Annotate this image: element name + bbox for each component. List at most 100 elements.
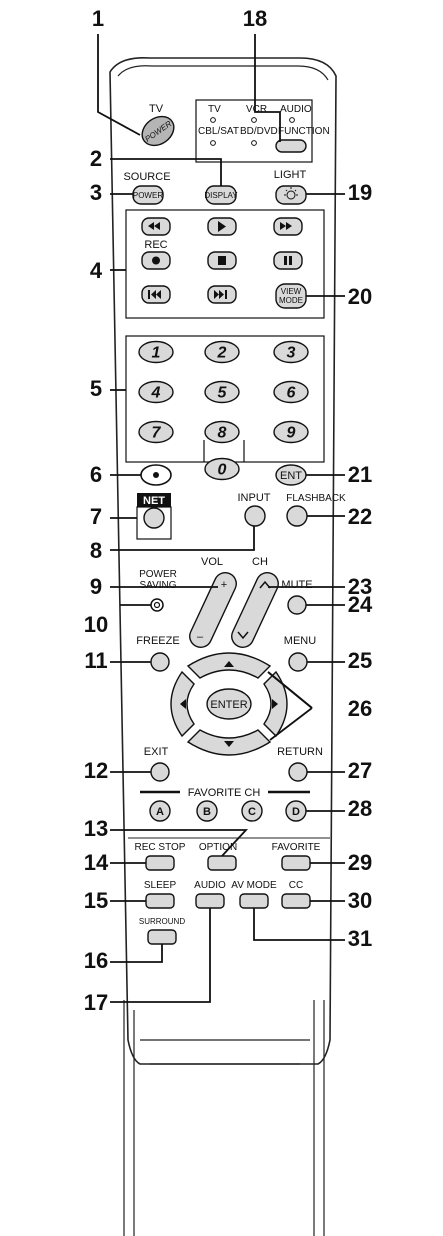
callout-12: 12 <box>84 758 108 783</box>
favorite-button[interactable] <box>281 855 311 871</box>
av-mode-label: AV MODE <box>231 880 277 891</box>
indicator-tv-led <box>210 117 216 123</box>
power-saving-button[interactable] <box>150 598 164 612</box>
callout-13: 13 <box>84 816 108 841</box>
callout-3: 3 <box>90 180 102 205</box>
navigation-group: FREEZE MENU ENTER EXIT RETURN <box>136 635 323 782</box>
favorite-label: FAVORITE <box>272 842 321 853</box>
ch-rocker[interactable] <box>228 569 282 651</box>
indicator-cbl-label: CBL/SAT <box>198 126 239 137</box>
skip-forward-icon <box>214 290 227 299</box>
dot-icon <box>153 472 159 478</box>
cc-label: CC <box>289 880 303 891</box>
callout-4: 4 <box>90 258 103 283</box>
surround-button[interactable] <box>147 929 177 945</box>
callout-26: 26 <box>348 696 372 721</box>
callout-22: 22 <box>348 504 372 529</box>
digit-1-button[interactable] <box>138 340 174 364</box>
callout-8: 8 <box>90 538 102 563</box>
vol-rocker[interactable] <box>186 569 240 651</box>
digit-6-key: 6 <box>273 380 309 404</box>
digit-6-label: 6 <box>287 385 296 402</box>
sleep-button[interactable] <box>145 893 175 909</box>
input-button[interactable] <box>244 505 266 527</box>
return-button[interactable] <box>288 762 308 782</box>
source-row: SOURCE POWER DISPLAY LIGHT <box>123 169 307 205</box>
fav-c-label: C <box>248 806 256 818</box>
source-power-button[interactable] <box>132 185 164 205</box>
tv-label: TV <box>149 103 164 115</box>
callout-31: 31 <box>348 926 372 951</box>
enter-button[interactable] <box>206 688 252 720</box>
callout-5: 5 <box>90 376 102 401</box>
rec-stop-button[interactable] <box>145 855 175 871</box>
indicator-cbl-led <box>210 140 216 146</box>
pause-button[interactable] <box>273 251 303 270</box>
light-label: LIGHT <box>274 169 307 181</box>
callout-6: 6 <box>90 462 102 487</box>
function-indicator-panel: TV VCR AUDIO CBL/SAT BD/DVD FUNCTION <box>195 99 330 163</box>
digit-8-button[interactable] <box>204 420 240 444</box>
record-icon <box>152 256 160 265</box>
av-mode-button[interactable] <box>239 893 269 909</box>
net-badge <box>137 493 171 507</box>
freeze-button[interactable] <box>150 652 170 672</box>
callout-16: 16 <box>84 948 108 973</box>
digit-2-button[interactable] <box>204 340 240 364</box>
digit-5-button[interactable] <box>204 380 240 404</box>
digit-7-button[interactable] <box>138 420 174 444</box>
power-saving-label-1: POWER <box>139 569 177 580</box>
mode-label: MODE <box>279 296 303 305</box>
down-arrow-icon <box>224 741 234 747</box>
callout-18: 18 <box>243 6 267 31</box>
input-label: INPUT <box>238 492 271 504</box>
digit-0-label: 0 <box>218 462 227 479</box>
function-button[interactable] <box>275 139 307 153</box>
vol-ch-group: VOL + – CH POWER SAVING MUTE <box>139 556 313 651</box>
digit-8-label: 8 <box>218 425 227 442</box>
callout-13-leader <box>110 829 249 857</box>
surround-label: SURROUND <box>139 917 185 926</box>
digit-6-button[interactable] <box>273 380 309 404</box>
callout-7: 7 <box>90 504 102 529</box>
callout-11: 11 <box>84 648 107 673</box>
favorite-ch-label: FAVORITE CH <box>188 787 261 799</box>
digit-8-key: 8 <box>204 420 240 444</box>
cc-button[interactable] <box>281 893 311 909</box>
callout-8-leader <box>110 526 255 551</box>
digit-4-button[interactable] <box>138 380 174 404</box>
callout-24: 24 <box>348 592 373 617</box>
indicator-tv-label: TV <box>208 104 221 115</box>
callout-25: 25 <box>348 648 372 673</box>
freeze-label: FREEZE <box>136 635 179 647</box>
fav-a-button[interactable] <box>149 800 171 822</box>
callout-10: 10 <box>84 612 108 637</box>
net-button[interactable] <box>143 507 165 529</box>
tv-power-button[interactable] <box>137 111 180 152</box>
flashback-label: FLASHBACK <box>286 493 346 504</box>
fav-c-button[interactable] <box>241 800 263 822</box>
callout-17-leader <box>110 908 211 1003</box>
stop-icon <box>218 256 226 265</box>
mute-button[interactable] <box>287 595 307 615</box>
menu-button[interactable] <box>288 652 308 672</box>
digit-9-button[interactable] <box>273 420 309 444</box>
rec-stop-label: REC STOP <box>135 842 186 853</box>
digit-3-button[interactable] <box>273 340 309 364</box>
mute-label: MUTE <box>281 579 312 591</box>
callout-28: 28 <box>348 796 372 821</box>
digit-4-label: 4 <box>151 385 161 402</box>
flashback-button[interactable] <box>286 505 308 527</box>
light-button[interactable] <box>275 185 307 205</box>
callout-30: 30 <box>348 888 372 913</box>
fav-a-label: A <box>156 806 164 818</box>
transport-panel: REC <box>125 209 325 319</box>
digit-0-button[interactable] <box>204 457 240 481</box>
exit-button[interactable] <box>150 762 170 782</box>
rec-label: REC <box>144 239 167 251</box>
option-button[interactable] <box>207 855 237 871</box>
callout-19: 19 <box>348 180 372 205</box>
fav-b-label: B <box>203 806 211 818</box>
fav-b-button[interactable] <box>196 800 218 822</box>
audio-button[interactable] <box>195 893 225 909</box>
